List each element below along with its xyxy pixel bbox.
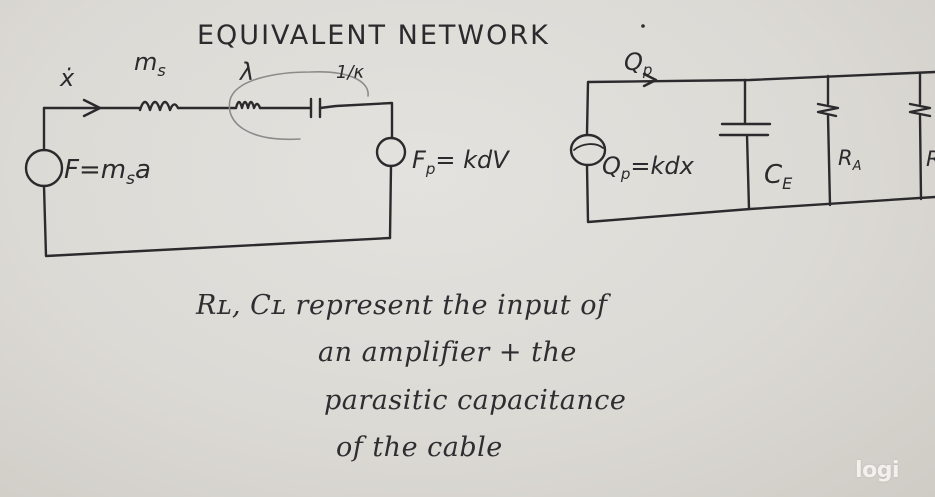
compliance-capacitor-symbol [309,97,322,119]
note-line-2: an amplifier + the [318,337,577,368]
note-line-1: Rʟ, Cʟ represent the input of [196,290,608,321]
resistor-ra-symbol [816,74,840,207]
damping-label: λ [238,58,254,86]
rail-top [585,70,935,136]
note-line-3: parasitic capacitance [324,385,627,416]
resistor-rl-label: R [926,147,935,171]
force-source-symbol [24,148,64,188]
force-source-label: F=msa [64,155,151,189]
output-force-label: Fp= kdV [412,146,510,178]
logi-watermark: logi [855,458,899,483]
wire-bottom [42,184,392,258]
compliance-label: 1/κ [336,62,365,83]
velocity-label: ẋ [59,64,75,92]
capacitor-ce-label: CE [764,160,793,193]
electrical-network: Qp Qp=kdx CE RA R [569,24,935,224]
current-arrow [642,72,658,88]
diagram-title: EQUIVALENT NETWORK [197,20,550,51]
resistor-ra-label: RA [838,146,862,174]
mass-inductor-symbol [138,100,180,112]
note-line-4: of the cable [336,432,503,463]
charge-source-inner-stroke [573,143,604,151]
charge-source-symbol [569,133,607,167]
output-force-source-symbol [375,136,407,168]
mass-label: ms [134,48,166,80]
capacitor-ce-symbol [718,78,772,211]
damper-resistor-symbol [234,100,262,110]
wire-right-lower [388,164,393,240]
mechanical-network: ẋ ms λ 1/κ F=msa Fp= kdV [24,48,510,258]
charge-source-label: Qp=kdx [602,152,695,183]
current-label: Qp [624,48,652,79]
velocity-arrow [82,98,102,118]
pencil-annotation-arc [228,71,369,141]
rail-bottom [585,164,935,224]
wire-top-right [318,101,394,140]
resistor-rl-symbol [908,71,932,201]
current-dot [641,24,645,28]
